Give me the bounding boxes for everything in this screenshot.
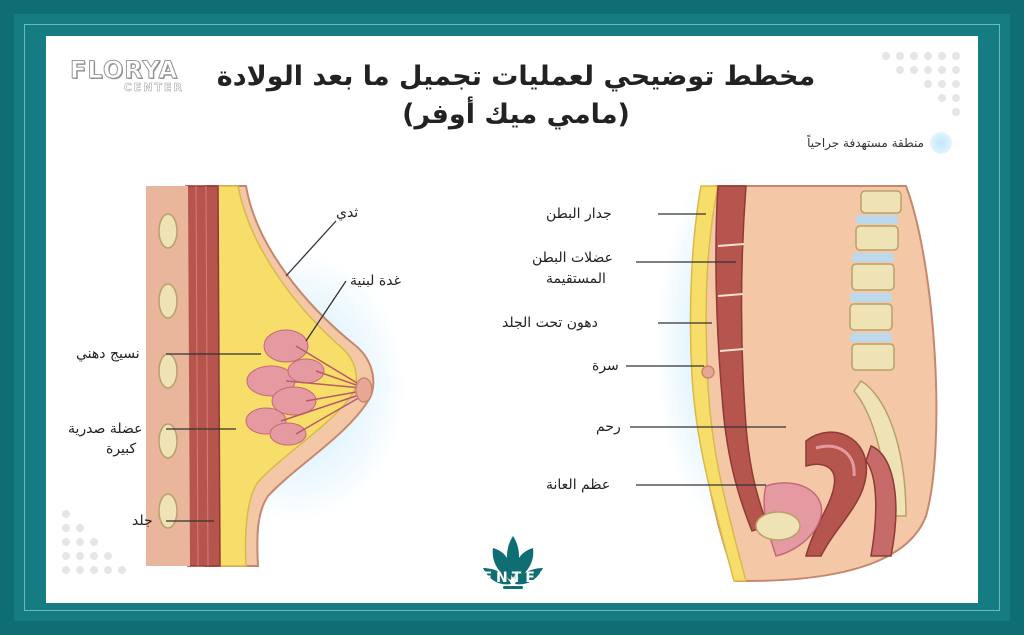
label-subcutaneous-fat: دهون تحت الجلد bbox=[502, 315, 598, 331]
frame-border bbox=[24, 24, 1000, 611]
label-pectoral-muscle-2: كبيرة bbox=[106, 441, 137, 457]
dot-grid-bottom-left bbox=[62, 510, 126, 574]
logo-subtitle: CENTER bbox=[123, 81, 184, 94]
label-abdominal-wall: جدار البطن bbox=[546, 206, 612, 222]
footer-url: FLORYACENTER.COM bbox=[384, 570, 612, 586]
uterus-inner bbox=[815, 444, 856, 477]
label-pubic-bone: عظم العانة bbox=[546, 477, 611, 493]
abdomen-illustration bbox=[656, 166, 938, 582]
breast-leader-lines bbox=[166, 220, 347, 522]
navel bbox=[701, 365, 715, 379]
spinal-discs bbox=[850, 215, 898, 342]
title-line-1: مخطط توضيحي لعمليات تجميل ما بعد الولادة bbox=[216, 61, 816, 92]
diagram-card: FLORYA CENTER مخطط توضيحي لعمليات تجميل … bbox=[46, 36, 978, 603]
dot-grid-top-right bbox=[882, 52, 960, 116]
label-fatty-tissue: نسيج دهني bbox=[76, 346, 140, 362]
label-milk-gland: غدة لبنية bbox=[350, 273, 401, 289]
milk-ducts bbox=[280, 345, 363, 435]
label-rectus-muscle-2: المستقيمة bbox=[546, 271, 606, 287]
nipple bbox=[355, 377, 373, 403]
florya-leaf-icon bbox=[483, 536, 543, 589]
target-area-swatch bbox=[930, 132, 952, 154]
label-pectoral-muscle-1: عضلة صدرية bbox=[68, 421, 143, 437]
uterus bbox=[805, 431, 868, 557]
title-line-2: (مامي ميك أوفر) bbox=[402, 99, 630, 130]
logo-wordmark: FLORYA bbox=[70, 56, 179, 84]
page-title: مخطط توضيحي لعمليات تجميل ما بعد الولادة… bbox=[176, 58, 856, 134]
abdominal-wall bbox=[689, 185, 747, 582]
breast-illustration bbox=[146, 185, 406, 567]
spine bbox=[849, 190, 902, 371]
florya-logo: FLORYA CENTER bbox=[70, 58, 190, 98]
pubic-bone bbox=[755, 511, 801, 541]
legend-label: منطقة مستهدفة جراحياً bbox=[807, 136, 924, 150]
label-rectus-muscle-1: عضلات البطن bbox=[532, 250, 613, 266]
abdomen-leader-lines bbox=[626, 213, 786, 486]
rectum bbox=[865, 445, 897, 557]
label-navel: سرة bbox=[592, 358, 619, 374]
label-breast: ثدي bbox=[336, 205, 359, 221]
legend: منطقة مستهدفة جراحياً bbox=[807, 132, 952, 154]
label-skin: جلد bbox=[132, 513, 153, 529]
milk-glands bbox=[245, 329, 325, 446]
label-uterus: رحم bbox=[596, 419, 621, 435]
